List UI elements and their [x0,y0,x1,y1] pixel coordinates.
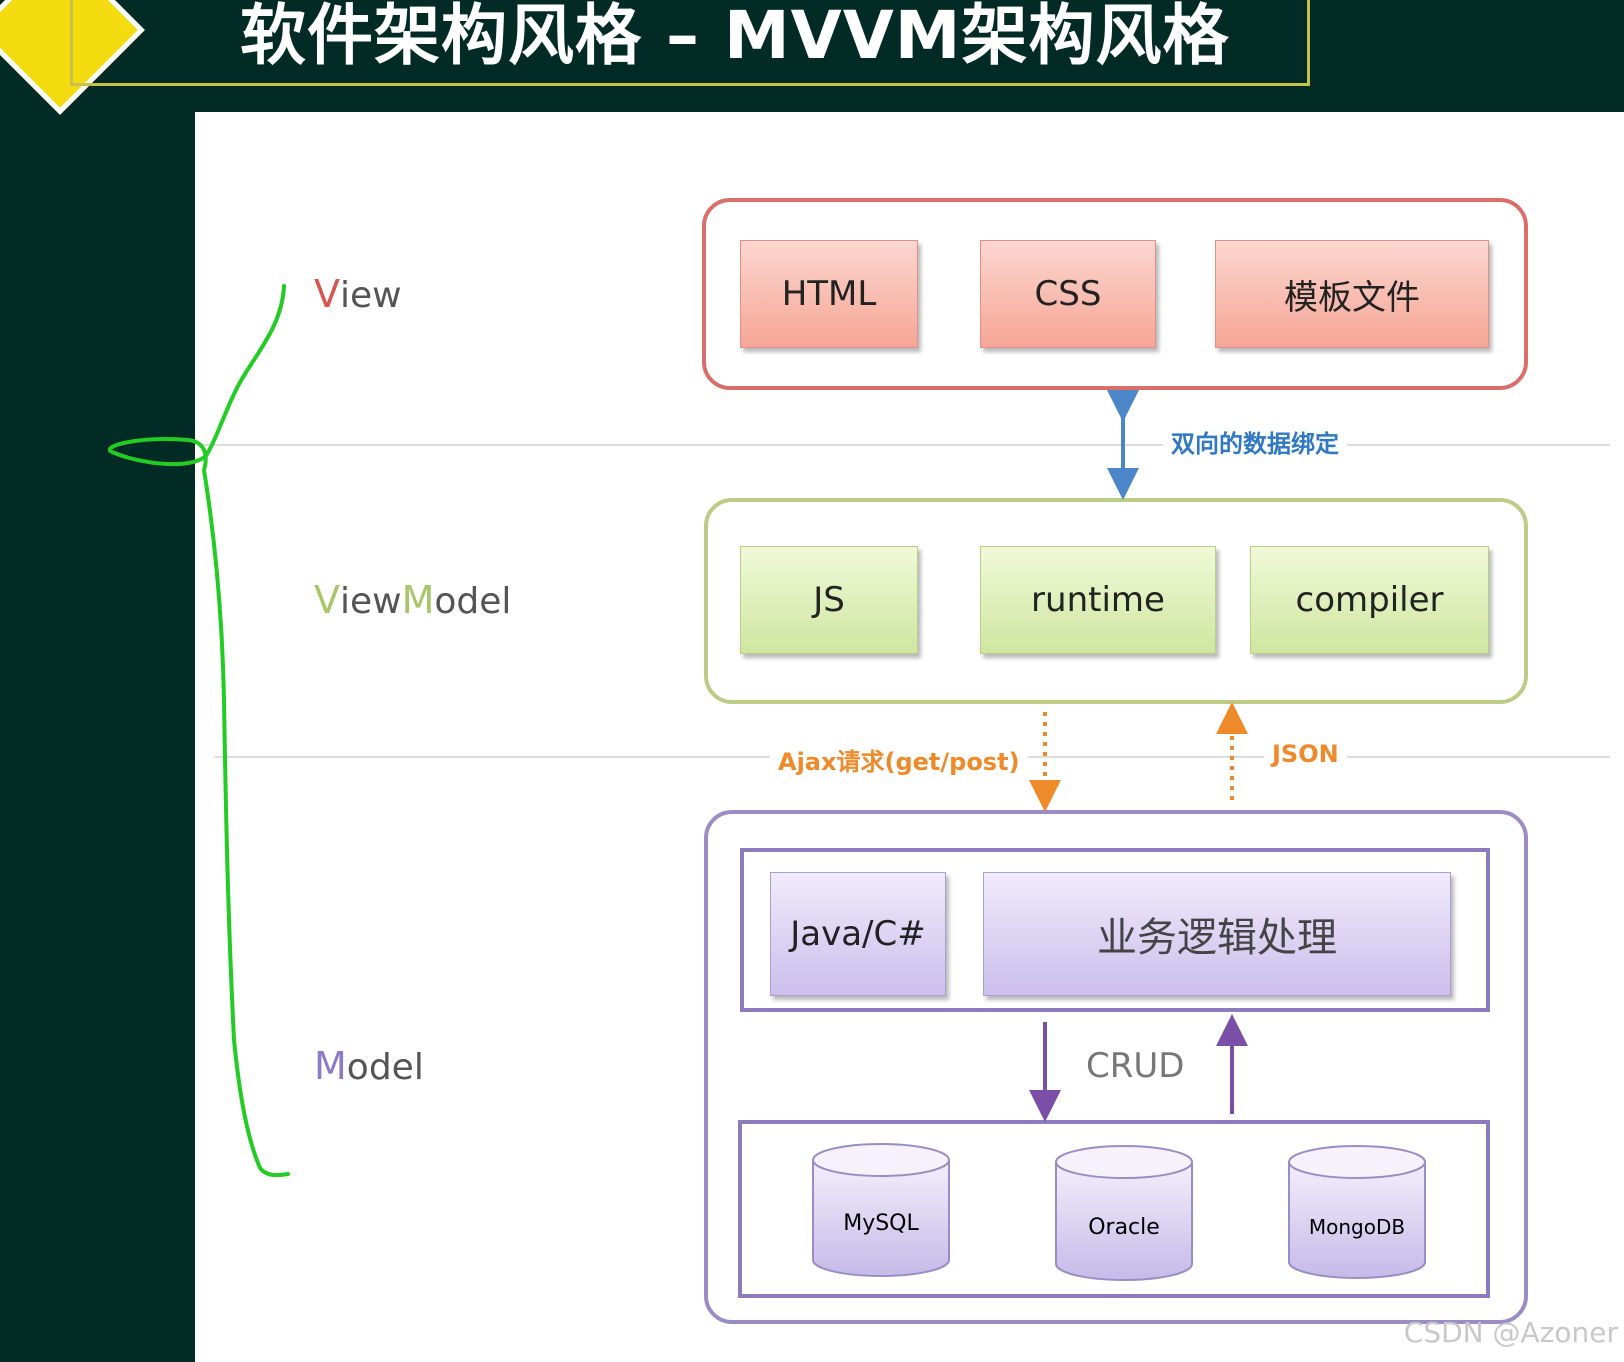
binding-label: 双向的数据绑定 [1163,424,1347,459]
view-rest: iew [340,275,402,316]
view-item-css: CSS [980,240,1156,348]
viewmodel-group [704,498,1528,704]
business-layer-frame [740,848,1490,1012]
viewmodel-item-js: JS [740,546,918,654]
crud-label: CRUD [1086,1046,1185,1086]
layer-label-view: View [314,272,402,316]
model-item-business-logic: 业务逻辑处理 [983,872,1451,996]
view-group [702,198,1528,390]
model-first-letter: M [314,1044,347,1088]
separator-view-viewmodel [200,444,1610,446]
db-label-mysql: MySQL [843,1211,919,1236]
database-layer-frame [738,1120,1490,1298]
view-item-template: 模板文件 [1215,240,1489,348]
model-group [704,810,1528,1324]
layer-label-model: Model [314,1044,424,1088]
viewmodel-rest-1: iew [340,581,402,622]
model-rest: odel [346,1047,424,1088]
mysql-cylinder-icon: MySQL [812,1143,950,1277]
response-label: JSON [1264,740,1347,768]
viewmodel-item-compiler: compiler [1250,546,1489,654]
viewmodel-m-letter: M [401,578,435,622]
page-title: 软件架构风格 – MVVM架构风格 [240,0,1230,74]
oracle-cylinder-icon: Oracle [1055,1145,1193,1281]
viewmodel-item-runtime: runtime [980,546,1216,654]
view-first-letter: V [314,272,340,316]
viewmodel-rest-2: odel [434,581,512,622]
brace-stroke [107,284,290,1178]
watermark: CSDN @Azoner [1403,1316,1618,1349]
view-item-html: HTML [740,240,918,348]
mongodb-cylinder-icon: MongoDB [1288,1145,1426,1279]
layer-label-viewmodel: ViewModel [314,578,511,622]
db-label-oracle: Oracle [1088,1215,1160,1240]
db-label-mongodb: MongoDB [1309,1215,1405,1239]
model-item-language: Java/C# [770,872,946,996]
viewmodel-first-letter: V [314,578,340,622]
title-frame [70,0,1310,86]
request-label: Ajax请求(get/post) [770,742,1028,777]
